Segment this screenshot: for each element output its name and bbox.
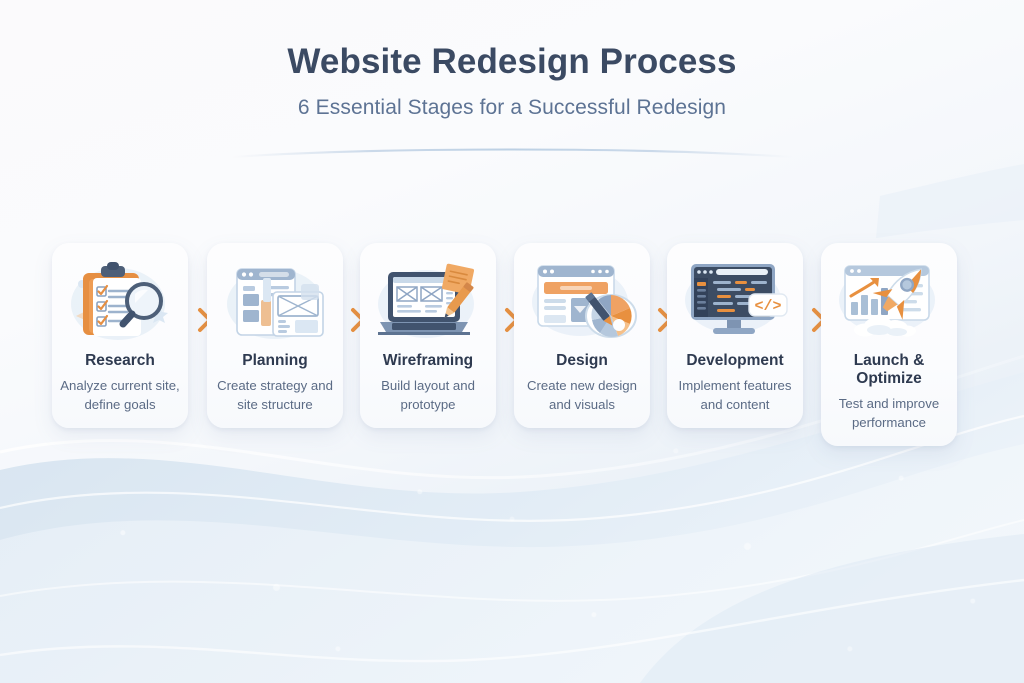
step-title: Development: [686, 352, 784, 369]
step-description: Test and improve performance: [838, 395, 940, 430]
code-monitor-icon: </>: [675, 254, 795, 346]
step-description: Create new design and visuals: [527, 377, 637, 412]
process-steps: Research Analyze current site, define go…: [52, 243, 977, 473]
rocket-analytics-icon: [829, 254, 949, 346]
step-description: Create strategy and site structure: [217, 377, 333, 412]
step-title: Planning: [242, 352, 308, 369]
step-card-research[interactable]: Research Analyze current site, define go…: [52, 243, 188, 429]
step-title: Design: [556, 352, 608, 369]
code-badge-text: </>: [754, 298, 781, 315]
step-title: Launch & Optimize: [853, 352, 925, 387]
page-title: Website Redesign Process: [287, 42, 737, 81]
step-description: Analyze current site, define goals: [60, 377, 180, 412]
step-card-design[interactable]: Design Create new design and visuals: [514, 243, 650, 429]
header: Website Redesign Process 6 Essential Sta…: [0, 0, 1024, 120]
browser-palette-icon: [522, 254, 642, 346]
step-description: Build layout and prototype: [381, 377, 475, 412]
step-title: Research: [85, 352, 155, 369]
step-card-launch-optimize[interactable]: Launch & Optimize Test and improve perfo…: [821, 243, 957, 447]
step-card-development[interactable]: </> Development Implement features and c…: [667, 243, 803, 429]
page-subtitle: 6 Essential Stages for a Successful Rede…: [297, 96, 727, 119]
step-title: Wireframing: [382, 352, 474, 369]
laptop-pencil-icon: [368, 254, 488, 346]
step-card-wireframing[interactable]: Wireframing Build layout and prototype: [360, 243, 496, 429]
step-description: Implement features and content: [678, 377, 792, 412]
clipboard-magnifier-icon: [60, 254, 180, 346]
step-card-planning[interactable]: Planning Create strategy and site struct…: [207, 243, 343, 429]
header-divider: [231, 146, 793, 160]
sitemap-wireframe-icon: [215, 254, 335, 346]
